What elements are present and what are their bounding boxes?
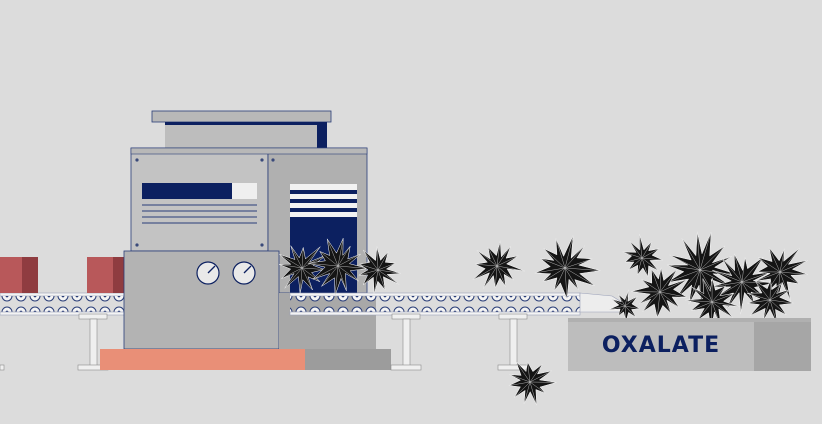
crystal-icon bbox=[622, 234, 663, 278]
crystal-icon bbox=[608, 289, 641, 323]
crystal-icon bbox=[534, 235, 601, 299]
crystal-pile bbox=[608, 231, 809, 330]
crystal-icon bbox=[357, 246, 401, 295]
left-conveyor bbox=[0, 292, 129, 371]
crystal-icon bbox=[507, 361, 557, 406]
bin-label: OXALATE bbox=[602, 333, 720, 358]
right-conveyor-leg bbox=[390, 313, 422, 371]
right-conveyor bbox=[289, 292, 629, 371]
left-conveyor-leg bbox=[77, 313, 109, 371]
crystal-icon bbox=[278, 245, 327, 294]
right-conveyor-leg bbox=[497, 313, 529, 371]
processing-machine bbox=[100, 110, 391, 370]
oxalate-bin: OXALATE bbox=[568, 318, 811, 371]
crystal-icon bbox=[631, 267, 688, 319]
crate bbox=[0, 257, 38, 293]
crate bbox=[87, 257, 125, 293]
crystal-icon bbox=[685, 277, 741, 330]
display-panel bbox=[142, 183, 257, 224]
gauge-icon bbox=[232, 261, 256, 285]
crystals bbox=[278, 235, 601, 406]
crystal-icon bbox=[307, 238, 369, 296]
crystal-icon bbox=[472, 240, 525, 289]
gauge-icon bbox=[196, 261, 220, 285]
